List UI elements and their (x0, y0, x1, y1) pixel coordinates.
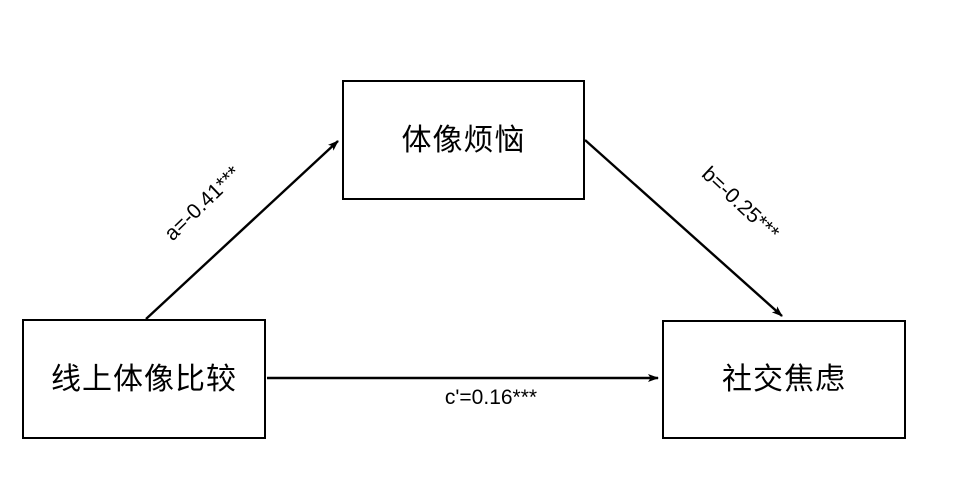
node-mediator-label: 体像烦恼 (401, 123, 526, 157)
edge-a-line (145, 140, 339, 320)
node-mediator: 体像烦恼 (342, 80, 585, 200)
node-outcome: 社交焦虑 (662, 320, 906, 439)
edge-c-prime-label: c'=0.16*** (444, 386, 538, 409)
edge-b-line (584, 139, 783, 317)
node-predictor-label: 线上体像比较 (51, 362, 237, 396)
node-outcome-label: 社交焦虑 (722, 363, 846, 396)
node-predictor: 线上体像比较 (22, 319, 266, 439)
